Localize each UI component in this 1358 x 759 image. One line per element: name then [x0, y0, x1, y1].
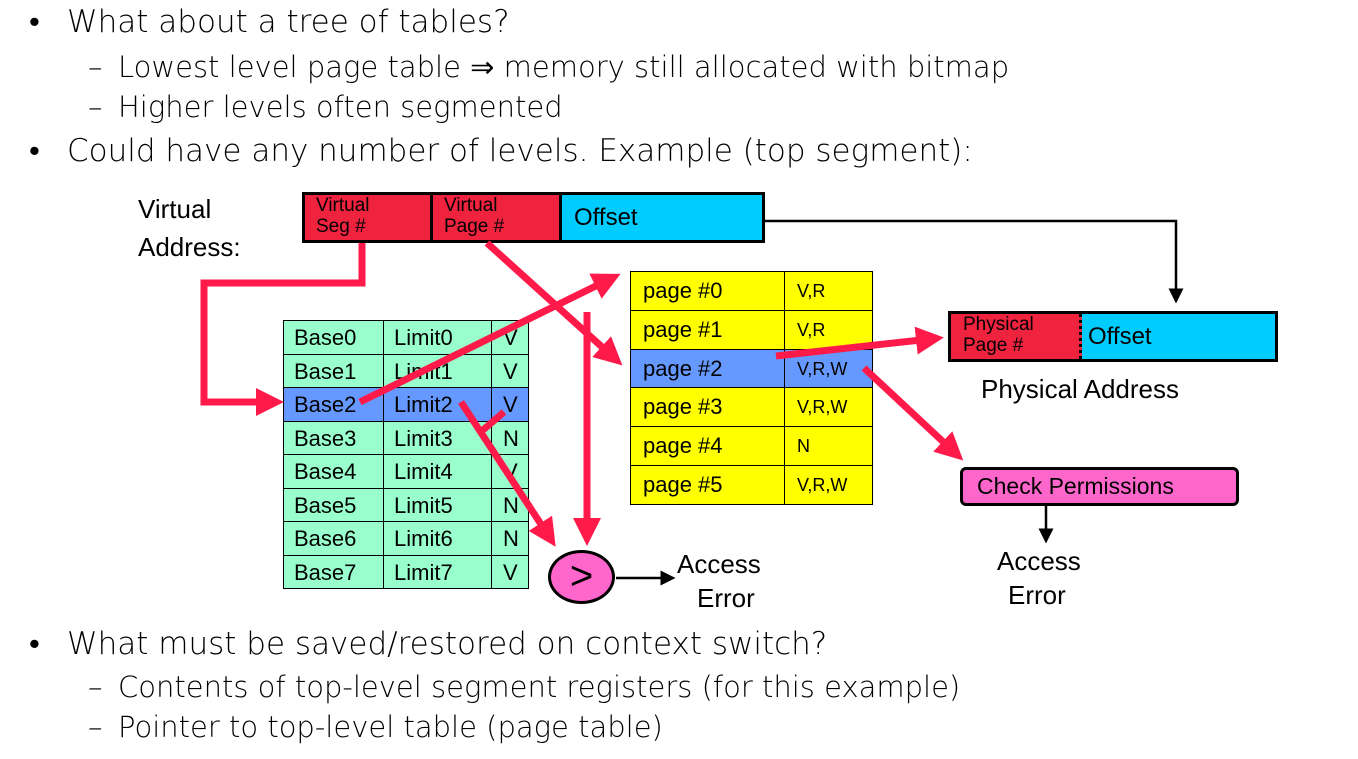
check-permissions-box: Check Permissions — [960, 467, 1239, 506]
page-table-perm-cell: V,R,W — [784, 387, 873, 428]
segment-valid-cell: N — [491, 521, 529, 556]
bullet-dot: • — [29, 4, 40, 40]
page-table-perm-cell: N — [784, 426, 873, 466]
permissions-arrow — [861, 365, 964, 461]
segment-base-cell: Base4 — [283, 454, 384, 489]
dash: – — [88, 710, 103, 744]
virtual-seg-field: Virtual Seg # — [305, 195, 433, 240]
page-table-page-cell: page #1 — [630, 309, 785, 350]
access-error-2-line1: Access — [997, 546, 1081, 576]
segment-limit-cell: Limit5 — [383, 487, 492, 522]
page-index-arrow — [484, 240, 623, 366]
segment-base-cell: Base5 — [283, 487, 384, 522]
physical-page-arrow — [775, 326, 944, 360]
bullet-1-sub-2-text: Higher levels often segmented — [118, 90, 563, 124]
physical-page-line2: Page # — [963, 335, 1024, 356]
dash: – — [88, 90, 103, 124]
access-error-2-line2: Error — [1008, 580, 1066, 610]
page-table-page-cell: page #5 — [630, 465, 785, 505]
physical-page-line1: Physical — [963, 314, 1034, 335]
segment-table: Base0Limit0VBase1Limit1VBase2Limit2VBase… — [283, 320, 529, 589]
dash: – — [88, 670, 103, 704]
bullet-1-sub-1: – Lowest level page table ⇒ memory still… — [88, 50, 1010, 84]
segment-base-cell: Base0 — [283, 320, 384, 355]
segment-limit-cell: Limit4 — [383, 454, 492, 489]
segment-base-cell: Base7 — [283, 554, 384, 589]
virtual-page-field: Virtual Page # — [433, 195, 562, 240]
physical-address-caption: Physical Address — [981, 374, 1179, 404]
page-table-perm-cell: V,R — [784, 271, 873, 311]
bullet-3-sub-2-text: Pointer to top-level table (page table) — [118, 710, 663, 744]
bullet-dot: • — [29, 626, 40, 662]
virtual-address-label-2: Address: — [138, 232, 241, 262]
segment-limit-cell: Limit7 — [383, 554, 492, 589]
segment-valid-cell: V — [491, 554, 529, 589]
virtual-page-line1: Virtual — [444, 195, 498, 216]
bullet-3-sub-1-text: Contents of top-level segment registers … — [118, 670, 961, 704]
offset-arrow — [765, 219, 1184, 304]
segment-limit-cell: Limit2 — [383, 387, 492, 422]
page-table-perm-cell: V,R,W — [784, 465, 873, 505]
virtual-address-label-1: Virtual — [138, 194, 212, 224]
virtual-address-register: Virtual Seg # Virtual Page # Offset — [302, 192, 765, 243]
access-error-1-line2: Error — [697, 583, 755, 613]
limit-tick — [480, 409, 507, 433]
physical-address-register: Physical Page # Offset — [948, 311, 1278, 362]
bullet-1-text: What about a tree of tables? — [67, 4, 510, 40]
access-error-1-line1: Access — [677, 549, 761, 579]
virtual-seg-line2: Seg # — [316, 216, 366, 237]
base-arrow — [358, 273, 621, 406]
segment-valid-cell: V — [491, 353, 529, 388]
segment-valid-cell: N — [491, 420, 529, 455]
virtual-offset-field: Offset — [562, 195, 762, 240]
bullet-2-text: Could have any number of levels. Example… — [67, 133, 973, 169]
page-table-perm-cell: V,R,W — [784, 348, 873, 389]
virtual-seg-line1: Virtual — [316, 195, 370, 216]
bullet-dot: • — [29, 133, 40, 169]
segment-base-cell: Base6 — [283, 521, 384, 556]
bullet-3-sub-1: – Contents of top-level segment register… — [88, 670, 961, 704]
bullet-1: • What about a tree of tables? — [29, 4, 510, 40]
comparator: > — [548, 550, 615, 604]
virtual-page-line2: Page # — [444, 216, 505, 237]
bullet-1-sub-1-text: Lowest level page table ⇒ memory still a… — [118, 50, 1010, 84]
bullet-1-sub-2: – Higher levels often segmented — [88, 90, 563, 124]
physical-offset-field: Offset — [1082, 314, 1275, 359]
bullet-2: • Could have any number of levels. Examp… — [29, 133, 973, 169]
dash: – — [88, 50, 103, 84]
seg-index-arrow — [200, 243, 366, 416]
segment-base-cell: Base3 — [283, 420, 384, 455]
limit-arrow — [458, 400, 556, 547]
page-table-perm-cell: V,R — [784, 309, 873, 350]
bullet-3: • What must be saved/restored on context… — [29, 626, 828, 662]
bullet-3-text: What must be saved/restored on context s… — [67, 626, 828, 662]
physical-page-field: Physical Page # — [951, 314, 1082, 359]
segment-base-cell: Base1 — [283, 353, 384, 388]
bullet-3-sub-2: – Pointer to top-level table (page table… — [88, 710, 663, 744]
